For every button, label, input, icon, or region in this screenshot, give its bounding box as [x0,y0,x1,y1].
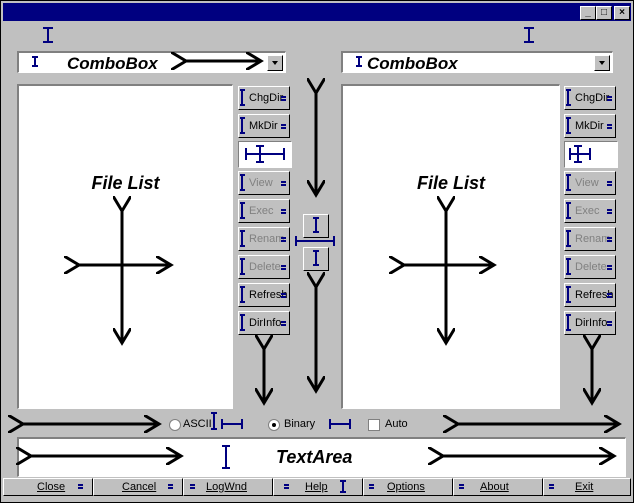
equals-icon [607,124,612,129]
equals-icon [607,96,612,101]
auto-label: Auto [385,418,408,430]
left-exec-button[interactable]: Exec [238,199,290,223]
left-combobox-label: ComboBox [67,54,158,73]
binary-label: Binary [284,418,316,430]
close-button[interactable]: × [614,6,630,20]
title-bar[interactable]: _ □ × [3,3,631,21]
ascii-label: ASCII [183,418,212,430]
text-area[interactable]: TextArea [17,437,626,477]
left-mkdir-button[interactable]: MkDir [238,114,290,138]
right-combobox-dropdown-button[interactable] [594,55,610,71]
right-view-button[interactable]: View [564,171,616,195]
right-combobox[interactable]: ComboBox [341,51,613,73]
right-delete-button[interactable]: Delete [564,255,616,279]
close-app-button[interactable]: Close [3,478,93,496]
right-file-list-label: File List [416,173,485,193]
equals-icon [284,484,289,489]
left-delete-button[interactable]: Delete [238,255,290,279]
ascii-radio[interactable] [169,419,181,431]
equals-icon [281,209,286,214]
exit-button[interactable]: Exit [543,478,631,496]
maximize-button[interactable]: □ [596,6,612,20]
equals-icon [281,265,286,270]
right-chgdir-button[interactable]: ChgDir [564,86,616,110]
left-chgdir-button[interactable]: ChgDir [238,86,290,110]
auto-checkbox[interactable] [368,419,380,431]
left-combobox-dropdown-button[interactable] [267,55,283,71]
text-area-label: TextArea [276,447,353,467]
equals-icon [78,484,83,489]
transfer-right-button[interactable] [303,214,329,238]
right-combobox-label: ComboBox [367,54,458,73]
left-rename-button[interactable]: Renam [238,227,290,251]
help-button[interactable]: Help [273,478,363,496]
right-file-list[interactable]: File List [341,84,560,409]
left-dirinfo-button[interactable]: DirInfo [238,311,290,335]
left-path-field[interactable] [238,141,292,168]
equals-icon [281,293,286,298]
left-view-button[interactable]: View [238,171,290,195]
left-file-list-label: File List [91,173,160,193]
left-file-list[interactable]: File List [17,84,233,409]
logwnd-button[interactable]: LogWnd [183,478,273,496]
equals-icon [190,484,195,489]
equals-icon [281,124,286,129]
right-dirinfo-button[interactable]: DirInfo [564,311,616,335]
equals-icon [607,321,612,326]
right-refresh-button[interactable]: Refresh [564,283,616,307]
equals-icon [281,181,286,186]
equals-icon [168,484,173,489]
cancel-button[interactable]: Cancel [93,478,183,496]
about-button[interactable]: About [453,478,543,496]
equals-icon [549,484,554,489]
transfer-left-button[interactable] [303,247,329,271]
options-button[interactable]: Options [363,478,453,496]
equals-icon [281,237,286,242]
right-path-field[interactable] [564,141,618,168]
equals-icon [459,484,464,489]
equals-icon [607,181,612,186]
equals-icon [281,321,286,326]
equals-icon [607,209,612,214]
equals-icon [607,265,612,270]
left-refresh-button[interactable]: Refresh [238,283,290,307]
equals-icon [369,484,374,489]
minimize-button[interactable]: _ [580,6,596,20]
equals-icon [607,237,612,242]
right-mkdir-button[interactable]: MkDir [564,114,616,138]
right-exec-button[interactable]: Exec [564,199,616,223]
left-combobox[interactable]: ComboBox [17,51,286,73]
binary-radio[interactable] [268,419,280,431]
right-rename-button[interactable]: Renam [564,227,616,251]
equals-icon [281,96,286,101]
equals-icon [607,293,612,298]
